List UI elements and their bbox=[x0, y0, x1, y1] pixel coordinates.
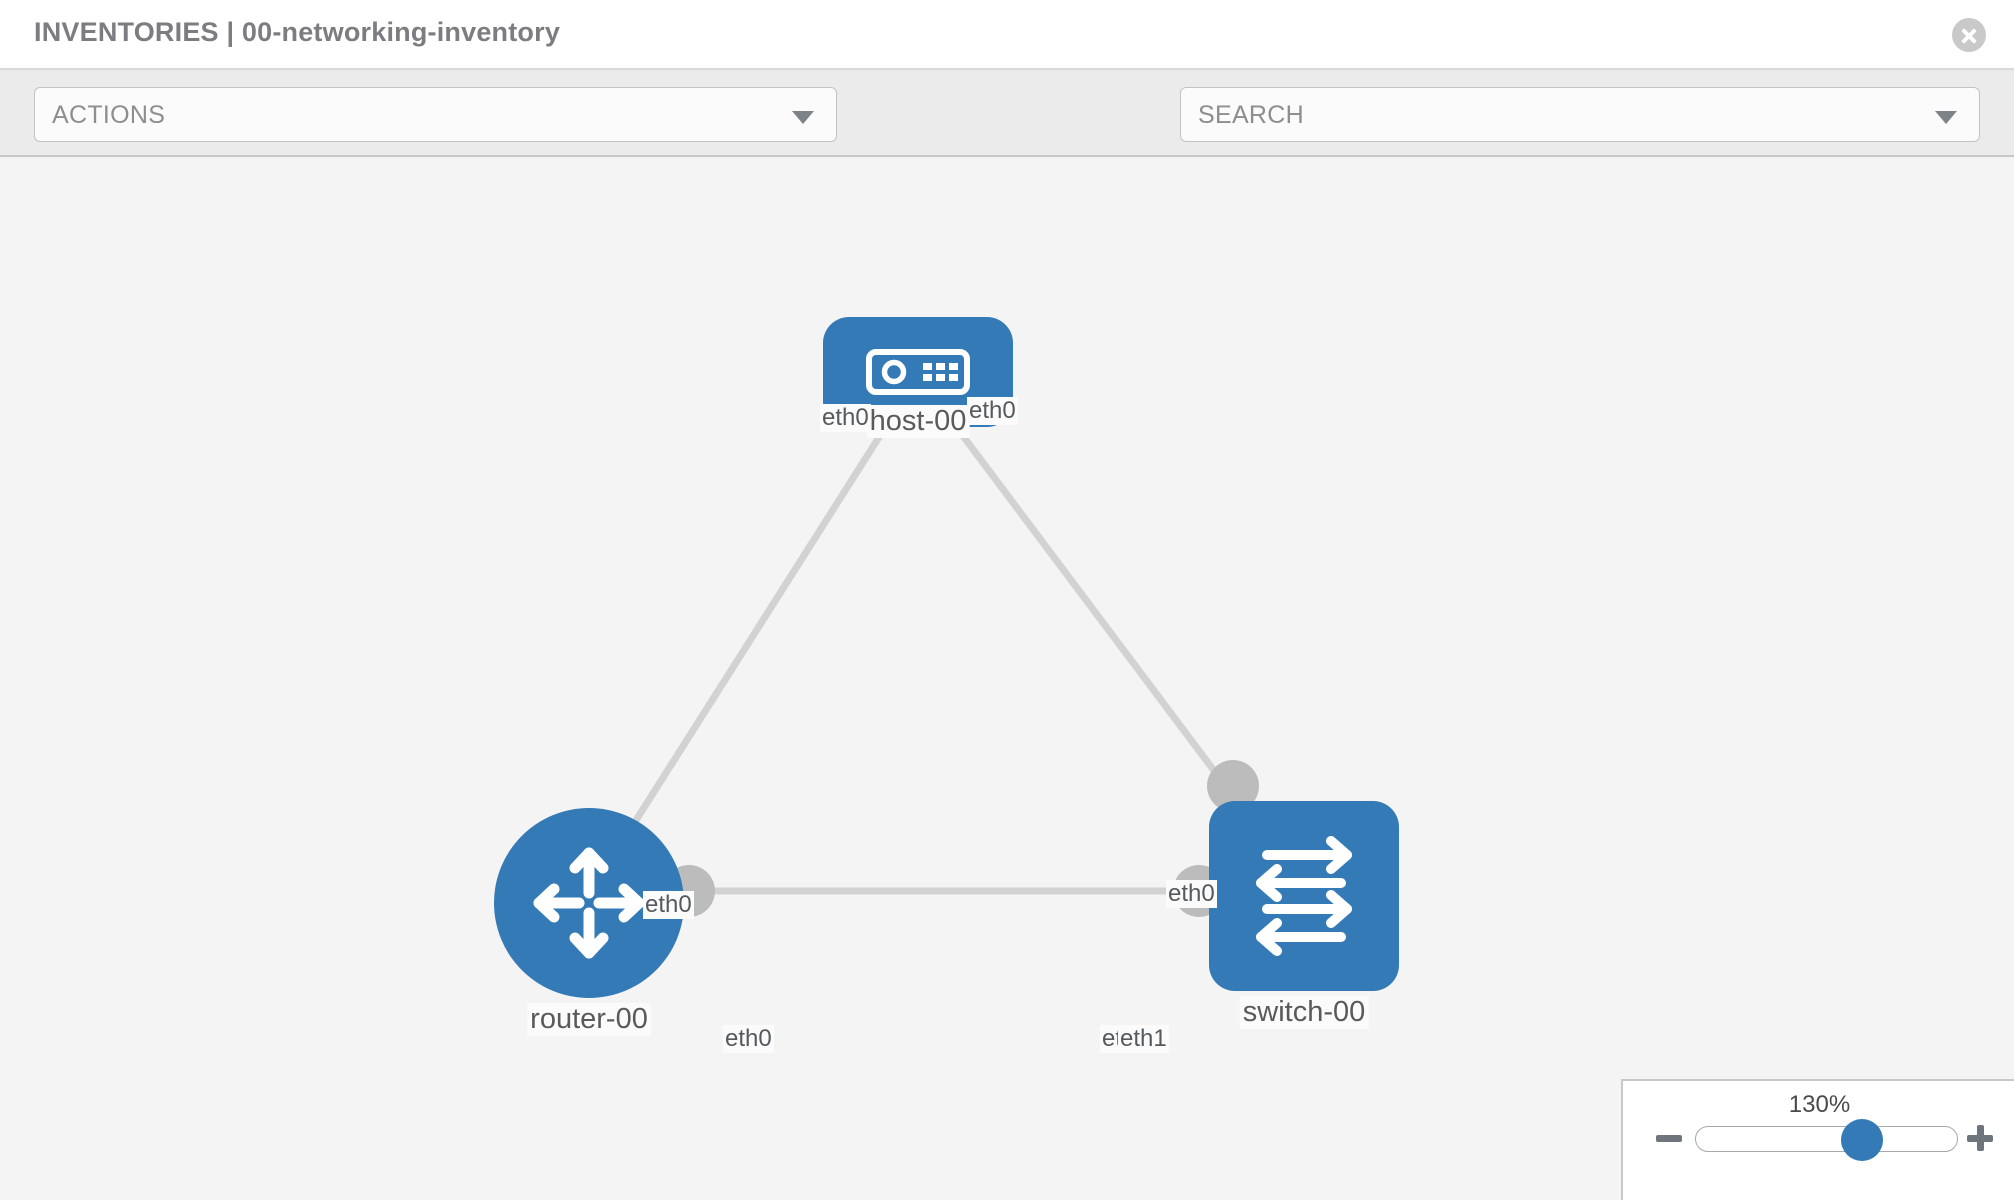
topology-links bbox=[597, 371, 1293, 917]
zoom-control-panel: 130% bbox=[1621, 1079, 2014, 1200]
search-input[interactable]: SEARCH bbox=[1180, 87, 1980, 142]
actions-dropdown-label: ACTIONS bbox=[52, 101, 166, 129]
zoom-slider-thumb[interactable] bbox=[1841, 1119, 1883, 1161]
search-placeholder: SEARCH bbox=[1198, 101, 1304, 129]
iface-label-host-right-eth0: eth0 bbox=[967, 397, 1018, 425]
close-icon[interactable] bbox=[1952, 18, 1986, 52]
node-label-router-00: router-00 bbox=[527, 1003, 651, 1036]
node-switch-00[interactable]: switch-00 bbox=[1209, 801, 1399, 1029]
page-title: INVENTORIES | 00-networking-inventory bbox=[34, 17, 561, 47]
zoom-slider[interactable] bbox=[1695, 1119, 1958, 1161]
node-label-switch-00: switch-00 bbox=[1239, 996, 1369, 1029]
chevron-down-icon bbox=[792, 111, 814, 124]
node-label-host-00: host-00 bbox=[866, 405, 970, 438]
iface-label-router-up-eth0: eth0 bbox=[643, 891, 694, 919]
topology-canvas[interactable]: host-00 router-00 bbox=[0, 157, 2014, 1200]
chevron-down-icon[interactable] bbox=[1935, 111, 1957, 124]
actions-dropdown[interactable]: ACTIONS bbox=[34, 87, 837, 142]
node-host-00[interactable]: host-00 bbox=[823, 317, 1013, 438]
zoom-level-value: 130% bbox=[1788, 1091, 1851, 1118]
switch-arrows-icon bbox=[1209, 801, 1399, 991]
iface-label-router-right-eth0: eth0 bbox=[723, 1025, 774, 1053]
toolbar: ACTIONS SEARCH bbox=[0, 70, 2014, 208]
iface-label-switch-up-eth0: eth0 bbox=[1166, 880, 1217, 908]
iface-label-host-left-eth0: eth0 bbox=[820, 404, 871, 432]
iface-label-switch-left-eth1: eth1 bbox=[1118, 1025, 1169, 1053]
zoom-in-button[interactable] bbox=[1967, 1125, 1993, 1151]
page-header: INVENTORIES | 00-networking-inventory bbox=[0, 0, 2014, 70]
zoom-out-button[interactable] bbox=[1656, 1125, 1682, 1151]
